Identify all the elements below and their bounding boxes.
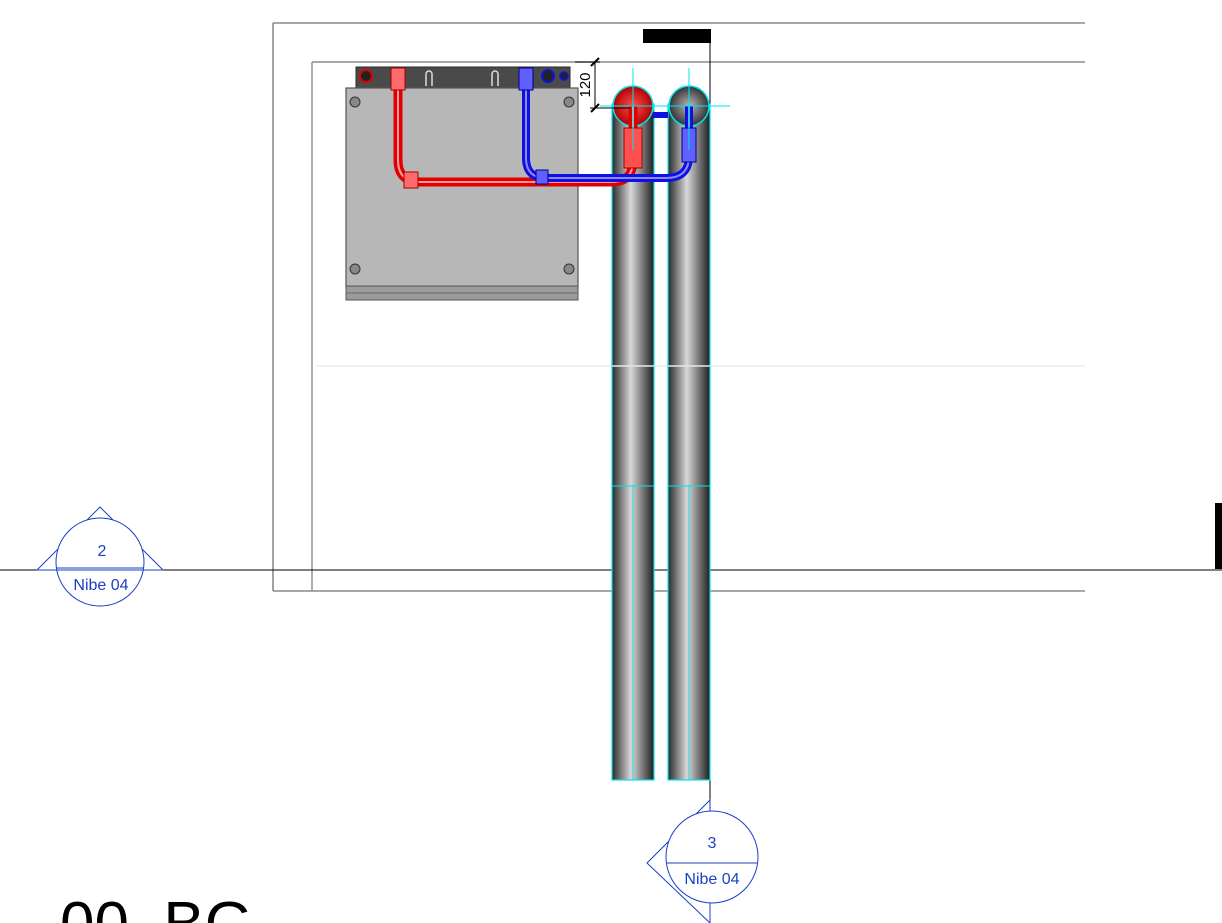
section-marker-circle	[665, 810, 759, 904]
mount-screw-icon	[563, 263, 575, 275]
section-marker-sheet: Nibe 04	[684, 871, 739, 888]
section-line-end-mark	[1215, 503, 1222, 569]
hook-icon	[425, 70, 433, 86]
section-marker-circle	[55, 517, 145, 607]
reference-lines	[600, 68, 730, 150]
collector-pipe-right	[667, 103, 711, 781]
section-marker-number: 2	[98, 543, 107, 560]
wall-opening-mark	[643, 29, 711, 43]
section-marker-sheet: Nibe 04	[73, 577, 128, 594]
mount-screw-icon	[563, 96, 575, 108]
dimension-label: 120	[577, 72, 594, 97]
section-marker-bottom[interactable]: 3 Nibe 04	[646, 798, 759, 923]
section-marker-left[interactable]: 2 Nibe 04	[35, 506, 165, 607]
collector-pipe-left	[611, 103, 655, 781]
unit-connection-strip	[355, 66, 571, 90]
dimension-120: 120	[575, 57, 630, 113]
fitting-icon	[559, 71, 569, 81]
heat-pump-unit	[345, 66, 579, 301]
return-pipe	[518, 67, 697, 185]
hook-icon	[491, 70, 499, 86]
unit-body	[345, 87, 579, 289]
mount-screw-icon	[349, 263, 361, 275]
fitting-icon	[359, 69, 373, 83]
fitting-icon	[541, 69, 555, 83]
mount-screw-icon	[349, 96, 361, 108]
section-marker-number: 3	[708, 835, 717, 852]
view-title: 00. BG	[60, 890, 253, 923]
